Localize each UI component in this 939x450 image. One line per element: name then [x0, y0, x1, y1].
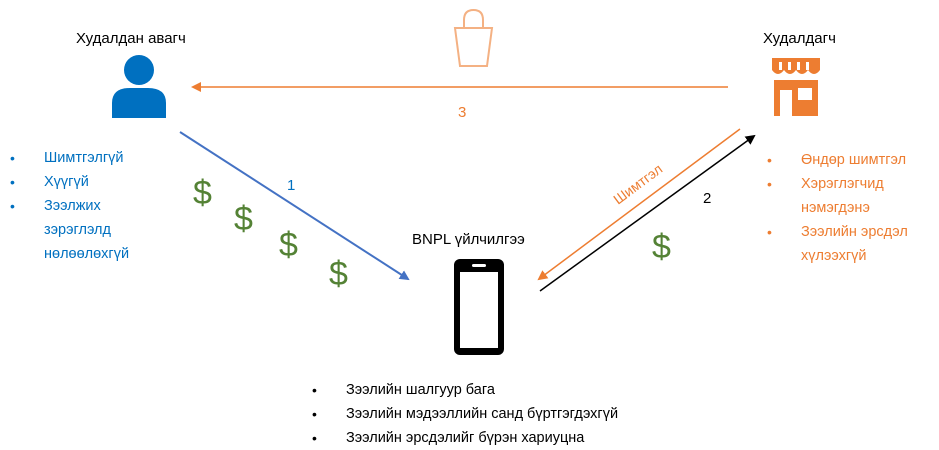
dollar-icon: $ — [652, 228, 671, 266]
smartphone-icon — [454, 259, 504, 355]
seller-benefit-item: Зээлийн эрсдэл хүлээхгүй — [763, 220, 939, 268]
seller-label: Худалдагч — [763, 30, 836, 47]
buyer-benefit-item: Шимтгэлгүй — [6, 146, 166, 170]
dollar-icon: $ — [279, 226, 298, 264]
buyer-benefit-item: Хүүгүй — [6, 170, 166, 194]
dollar-icon: $ — [193, 174, 212, 212]
bnpl-point-item: Зээлийн мэдээллийн санд бүртгэгдэхгүй — [308, 402, 738, 426]
seller-benefit-item: Хэрэглэгчид нэмэгдэнэ — [763, 172, 901, 220]
step-2-label: 2 — [703, 190, 712, 207]
bnpl-label: BNPL үйлчилгээ — [412, 231, 525, 248]
seller-benefit-item: Өндөр шимтгэл — [763, 148, 939, 172]
step-3-label: 3 — [458, 104, 467, 121]
person-icon — [112, 55, 166, 118]
seller-benefits-list: Өндөр шимтгэл Хэрэглэгчид нэмэгдэнэ Зээл… — [763, 148, 939, 268]
bnpl-point-item: Зээлийн шалгуур бага — [308, 378, 738, 402]
step-1-label: 1 — [287, 177, 296, 194]
dollar-icon: $ — [329, 255, 348, 293]
dollar-icon: $ — [234, 200, 253, 238]
buyer-benefit-item: Зээлжих зэрэглэлд нөлөөлөхгүй — [6, 194, 134, 266]
payment-arrow — [179, 131, 410, 281]
shopping-bag-icon — [453, 8, 494, 67]
buyer-label: Худалдан авагч — [76, 30, 186, 47]
bnpl-point-item: Зээлийн эрсдэлийг бүрэн хариуцна — [308, 426, 738, 450]
bnpl-points-list: Зээлийн шалгуур бага Зээлийн мэдээллийн … — [308, 378, 738, 450]
buyer-benefits-list: Шимтгэлгүй Хүүгүй Зээлжих зэрэглэлд нөлө… — [6, 146, 166, 266]
fee-label: Шимтгэл — [610, 161, 665, 208]
store-icon — [772, 58, 820, 116]
fee-arrow — [537, 128, 741, 281]
settlement-arrow — [539, 134, 756, 292]
